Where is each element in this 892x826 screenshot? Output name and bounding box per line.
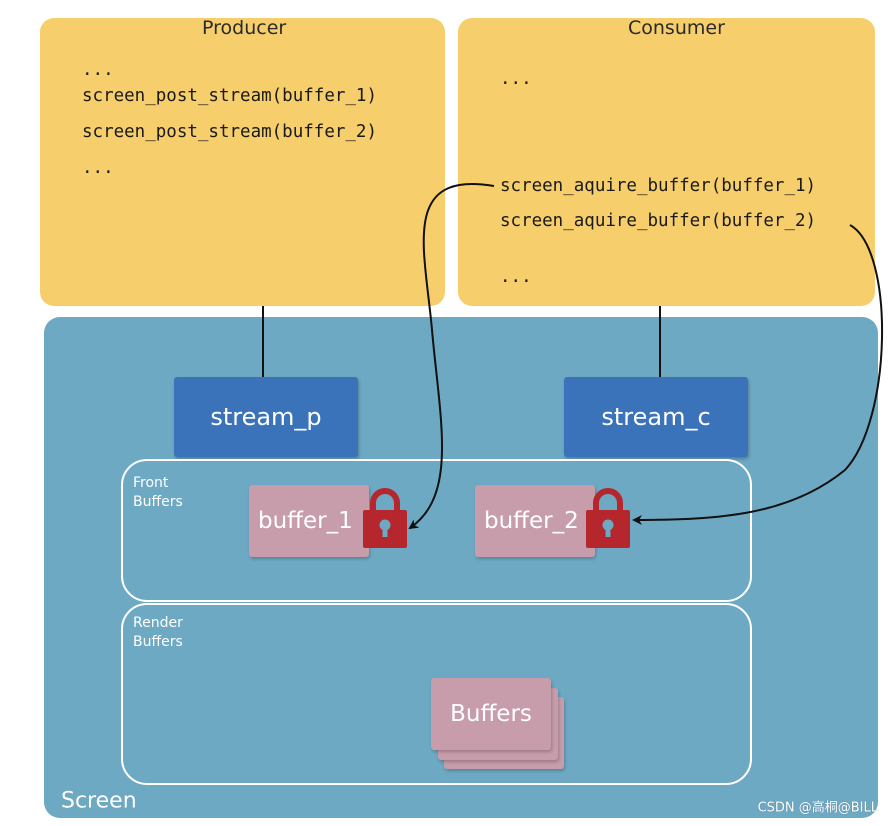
consumer-title: Consumer bbox=[628, 17, 725, 39]
watermark: CSDN @高桐@BILL bbox=[757, 800, 878, 816]
front-buffers-label: Front Buffers bbox=[133, 475, 183, 510]
consumer-code-line: screen_aquire_buffer(buffer_1) bbox=[500, 176, 817, 196]
buffer-2-box: buffer_2 bbox=[475, 485, 595, 557]
buffers-label: Buffers bbox=[450, 701, 532, 727]
front-buffers-group bbox=[121, 459, 752, 602]
stream-p-box: stream_p bbox=[174, 377, 358, 457]
screen-label: Screen bbox=[61, 788, 137, 814]
render-buffers-label: Render Buffers bbox=[133, 615, 183, 650]
render-buffers-group bbox=[121, 603, 752, 785]
producer-title: Producer bbox=[202, 17, 287, 39]
producer-panel bbox=[40, 18, 445, 306]
buffers-stack-top: Buffers bbox=[431, 678, 551, 750]
stream-c-box: stream_c bbox=[564, 377, 748, 457]
consumer-panel bbox=[458, 18, 875, 306]
producer-code-line: ... bbox=[82, 158, 114, 178]
consumer-code-line: ... bbox=[500, 69, 532, 89]
buffer-1-box: buffer_1 bbox=[249, 485, 369, 557]
consumer-code-line: screen_aquire_buffer(buffer_2) bbox=[500, 211, 817, 231]
producer-code-line: ... bbox=[82, 60, 114, 80]
buffer-1-label: buffer_1 bbox=[258, 508, 353, 534]
producer-code-line: screen_post_stream(buffer_1) bbox=[82, 86, 378, 106]
producer-code-line: screen_post_stream(buffer_2) bbox=[82, 122, 378, 142]
consumer-code-line: ... bbox=[500, 267, 532, 287]
buffer-2-label: buffer_2 bbox=[484, 508, 579, 534]
